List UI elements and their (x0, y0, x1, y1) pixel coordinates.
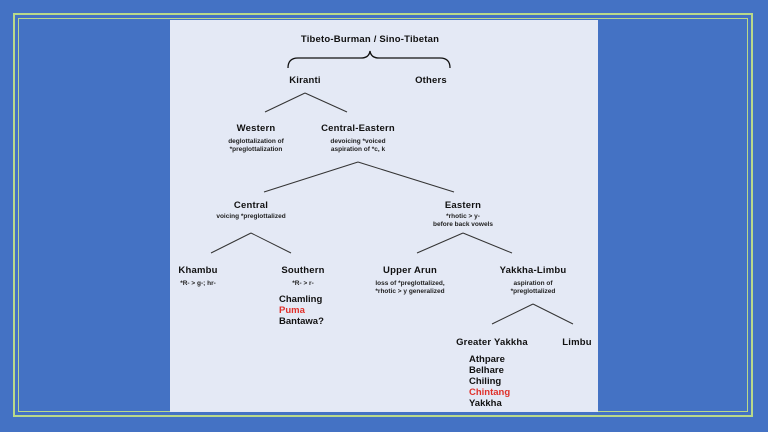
node-yakkha-limbu: Yakkha-Limbu (499, 265, 567, 276)
branch-eastern-upper-arun (416, 232, 464, 254)
language-item: Bantawa? (279, 316, 324, 327)
outer-frame (13, 13, 753, 417)
node-eastern: Eastern (444, 200, 482, 211)
node-central-eastern: Central-Eastern (321, 123, 395, 134)
language-item: Chintang (469, 387, 511, 398)
branch-eastern-yakkha-limbu (462, 232, 513, 254)
node-others: Others (415, 75, 447, 86)
branch-yl-greater-yakkha (491, 303, 534, 325)
root-label: Tibeto-Burman / Sino-Tibetan (300, 34, 440, 45)
node-limbu: Limbu (562, 337, 592, 348)
note-western: deglottalization of *preglottalization (228, 138, 284, 153)
yakkha-language-list: Athpare Belhare Chiling Chintang Yakkha (469, 354, 510, 409)
branch-yl-limbu (532, 303, 574, 325)
branch-ce-eastern (357, 161, 455, 193)
language-item: Chiling (469, 376, 502, 387)
node-central: Central (233, 200, 269, 211)
note-central: voicing *preglottalized (216, 213, 286, 220)
note-southern: *R- > r- (292, 280, 314, 287)
southern-language-list: Chamling Puma Bantawa? (279, 294, 324, 327)
language-item: Athpare (469, 354, 505, 365)
language-item: Chamling (279, 294, 323, 305)
tree-panel: Tibeto-Burman / Sino-Tibetan Kiranti Oth… (170, 20, 598, 412)
branch-kiranti-western (264, 92, 306, 113)
note-yakkha-limbu: aspiration of *preglottalized (510, 280, 556, 295)
note-khambu: *R- > g-; hr- (180, 280, 216, 287)
branch-central-southern (250, 232, 292, 254)
branch-kiranti-central-eastern (304, 92, 348, 113)
node-khambu: Khambu (178, 265, 218, 276)
node-western: Western (236, 123, 276, 134)
node-greater-yakkha: Greater Yakkha (456, 337, 528, 348)
tree-lines (210, 50, 574, 325)
node-kiranti: Kiranti (289, 75, 321, 86)
note-central-eastern: devoicing *voiced aspiration of *c, k (330, 138, 386, 153)
node-southern: Southern (281, 265, 325, 276)
root-brace (287, 50, 451, 69)
note-eastern: *rhotic > y- before back vowels (433, 213, 493, 228)
node-upper-arun: Upper Arun (383, 265, 437, 276)
language-item: Belhare (469, 365, 504, 376)
branch-ce-central (263, 161, 359, 193)
note-upper-arun: loss of *preglottalized, *rhotic > y gen… (375, 280, 445, 295)
language-item: Yakkha (469, 398, 502, 409)
branch-central-khambu (210, 232, 252, 254)
language-item: Puma (279, 305, 305, 316)
